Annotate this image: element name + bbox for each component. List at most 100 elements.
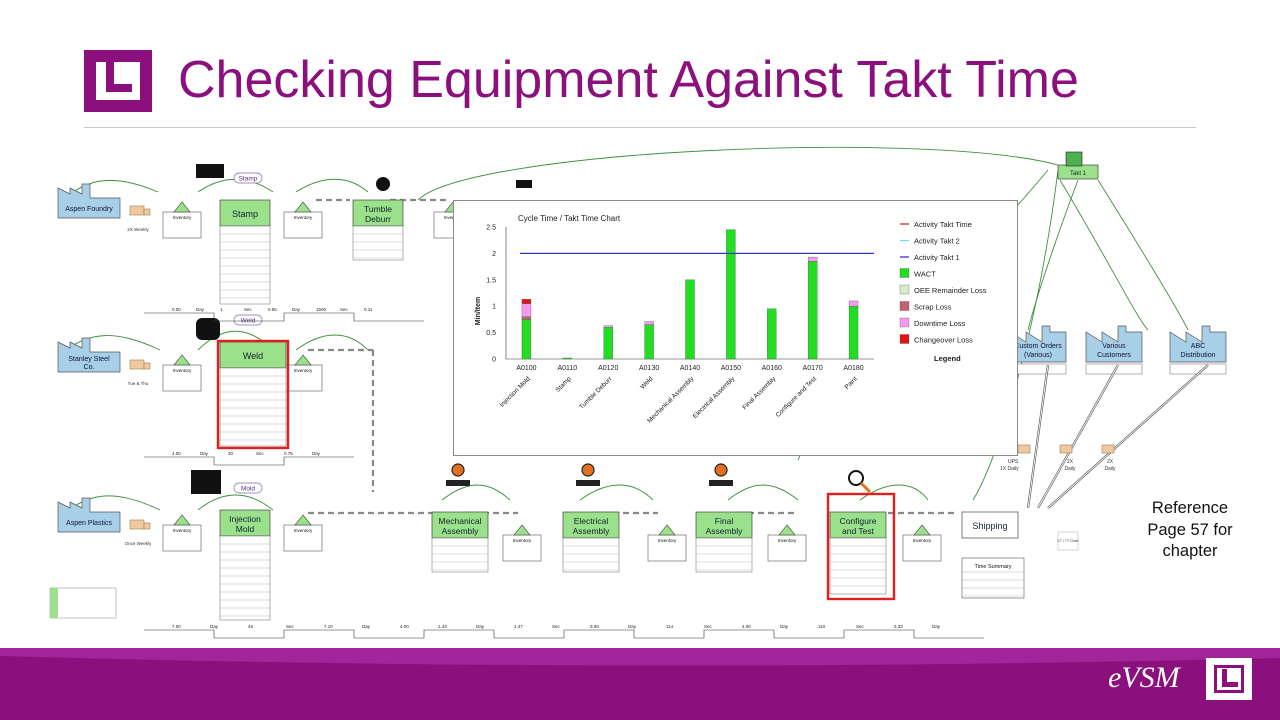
ct-tt-chart-box[interactable] <box>1057 531 1079 551</box>
footer-brand: eVSM <box>1108 661 1180 694</box>
inventory-box[interactable]: Inventory <box>162 201 202 239</box>
timeline-value: 7.00 <box>172 624 181 629</box>
inventory-label: Inventory <box>778 538 797 543</box>
timeline-value: Day <box>210 624 219 629</box>
reference-note: Reference Page 57 for chapter <box>1138 498 1242 563</box>
chart-legend-label: Activity Takt 1 <box>914 253 960 262</box>
inventory-box[interactable]: Inventory <box>283 514 323 552</box>
inventory-triangle-icon <box>294 514 312 526</box>
ship-truck-icon <box>1101 444 1115 454</box>
chart-category-label: A0170 <box>803 365 823 372</box>
title-divider <box>84 127 1196 128</box>
timeline-value: 0.00 <box>172 307 181 312</box>
timeline-value: Day <box>780 624 789 629</box>
inventory-box[interactable]: Inventory <box>162 354 202 392</box>
timeline-value: 110 <box>818 624 826 629</box>
time-summary-title: Time Summary <box>974 564 1011 570</box>
process-label: Stamp <box>232 209 258 219</box>
process-label: Injection <box>229 514 261 524</box>
reference-line-2: Page 57 for <box>1147 520 1233 539</box>
timeline-value: 4.00 <box>400 624 409 629</box>
inventory-box[interactable]: Inventory <box>502 524 542 562</box>
inventory-box[interactable]: Inventory <box>647 524 687 562</box>
chart-legend-label: Scrap Loss <box>914 303 952 312</box>
chart-category-label: A0160 <box>762 365 782 372</box>
inventory-label: Inventory <box>294 368 313 373</box>
inventory-box[interactable]: Inventory <box>283 354 323 392</box>
timeline-value: Day <box>292 307 301 312</box>
timeline-value: 4.00 <box>172 451 181 456</box>
reference-line-1: Reference <box>1151 499 1229 517</box>
chart-bar <box>521 316 532 320</box>
chart-ytick-label: 1.5 <box>486 277 496 284</box>
chart-legend-label: OEE Remainder Loss <box>914 286 987 295</box>
chart-legend-swatch <box>899 301 910 311</box>
timeline-value: Day <box>362 624 371 629</box>
timeline-value: 3.00 <box>590 624 599 629</box>
timeline-value: Day <box>628 624 637 629</box>
timeline-value: 4.00 <box>742 624 751 629</box>
timeline-value: 0.75 <box>284 451 293 456</box>
inventory-label: Inventory <box>173 368 192 373</box>
timeline-value: Sec <box>856 624 865 629</box>
flow-line <box>1059 179 1149 331</box>
production-control-label: Takt 1 <box>1070 171 1087 177</box>
ship-truck-icon <box>1059 444 1073 454</box>
truck-icon <box>129 519 145 530</box>
timeline-value: Sec <box>244 307 253 312</box>
timeline-value: Sec <box>704 624 713 629</box>
chart-bar <box>808 261 818 360</box>
chart-category-name: Weld <box>639 375 655 391</box>
inventory-box[interactable]: Inventory <box>162 514 202 552</box>
reference-line-3: chapter <box>1162 542 1218 560</box>
ct-tt-chart-window[interactable]: Cycle Time / Takt Time Chart Min/Item Le… <box>453 200 1018 456</box>
supplier-label: Aspen Foundry <box>65 206 113 213</box>
inventory-triangle-icon <box>294 354 312 366</box>
delivery-frequency: Once Weekly <box>125 541 152 546</box>
chart-bar <box>603 325 613 328</box>
supplier-label: Stanley Steel <box>68 356 110 363</box>
inventory-triangle-icon <box>173 201 191 213</box>
customer-1[interactable]: Custom Orders(Various) <box>1009 325 1067 375</box>
inventory-box[interactable]: Inventory <box>902 524 942 562</box>
timeline <box>144 629 984 639</box>
customer-label: Distribution <box>1180 352 1215 359</box>
timeline-value: 45 <box>248 624 254 629</box>
process-label: Mechanical <box>439 516 482 526</box>
chart-category-label: A0100 <box>516 365 536 372</box>
chart-bar <box>726 229 736 360</box>
inventory-triangle-icon <box>913 524 931 536</box>
weld-mask-icon <box>196 318 220 340</box>
inventory-box[interactable]: Inventory <box>767 524 807 562</box>
time-summary-box[interactable] <box>961 557 1025 599</box>
inventory-label: Inventory <box>294 215 313 220</box>
timeline-value: 7.10 <box>324 624 333 629</box>
cycle-time-takt-chart: Cycle Time / Takt Time Chart Min/Item Le… <box>475 214 987 425</box>
timeline-value: Sec <box>256 451 265 456</box>
inventory-box[interactable]: Inventory <box>283 201 323 239</box>
footer-band <box>0 648 1280 720</box>
chart-legend-swatch <box>899 317 910 328</box>
inventory-label: Inventory <box>294 528 313 533</box>
process-label: and Test <box>842 526 875 536</box>
timeline-value: 1.47 <box>514 624 523 629</box>
process-flag <box>233 314 263 326</box>
process-shipping[interactable]: Shipping <box>961 511 1019 539</box>
supplier-label: Co. <box>84 364 95 371</box>
schedule-icon <box>1065 151 1083 167</box>
chart-category-name: Configure and Test <box>775 375 819 419</box>
